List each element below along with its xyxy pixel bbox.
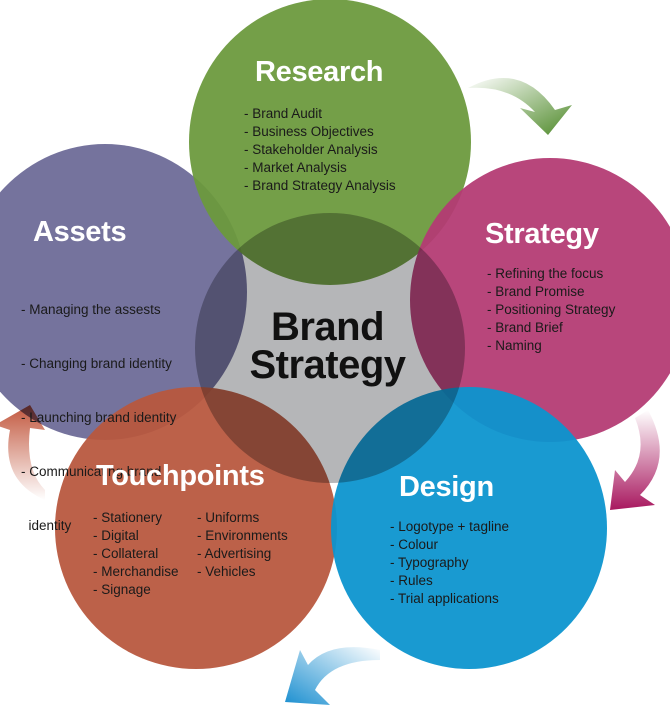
design-circle [331, 387, 607, 669]
list-item: - Collateral [93, 546, 159, 561]
list-item: - Colour [390, 537, 439, 552]
list-item: - Market Analysis [244, 160, 347, 175]
touchpoints-circle [55, 387, 337, 669]
list-item: - Launching brand identity [21, 410, 177, 425]
list-item: - Brand Strategy Analysis [244, 178, 396, 193]
center-line-2: Strategy [249, 343, 406, 387]
list-item: - Merchandise [93, 564, 179, 579]
touchpoints-list-col1: - Stationery - Digital - Collateral - Me… [93, 509, 179, 599]
center-line-1: Brand [270, 305, 385, 349]
list-item: - Positioning Strategy [487, 302, 616, 317]
list-item: identity [21, 518, 72, 533]
list-item: - Trial applications [390, 591, 499, 606]
assets-title: Assets [33, 216, 127, 248]
list-item: - Logotype + tagline [390, 519, 509, 534]
list-item: - Stationery [93, 510, 163, 525]
list-item: - Vehicles [197, 564, 256, 579]
list-item: - Brand Audit [244, 106, 323, 121]
arrow-research-to-strategy [468, 77, 572, 135]
touchpoints-list-col2: - Uniforms - Environments - Advertising … [197, 509, 288, 581]
touchpoints-title: Touchpoints [96, 460, 265, 492]
list-item: - Refining the focus [487, 266, 604, 281]
list-item: - Advertising [197, 546, 272, 561]
strategy-circle [410, 158, 670, 442]
list-item: - Stakeholder Analysis [244, 142, 378, 157]
list-item: - Signage [93, 582, 151, 597]
list-item: - Digital [93, 528, 139, 543]
arrow-design-to-touchpoints [285, 647, 380, 705]
list-item: - Business Objectives [244, 124, 374, 139]
list-item: - Naming [487, 338, 542, 353]
research-circle [189, 0, 471, 285]
list-item: - Managing the assests [21, 302, 161, 317]
list-item: - Changing brand identity [21, 356, 172, 371]
assets-list: - Managing the assests - Changing brand … [21, 265, 176, 571]
research-list: - Brand Audit - Business Objectives - St… [244, 105, 396, 195]
design-title: Design [399, 471, 494, 503]
list-item: - Rules [390, 573, 433, 588]
list-item: - Environments [197, 528, 288, 543]
design-list: - Logotype + tagline - Colour - Typograp… [390, 518, 509, 608]
list-item: - Typography [390, 555, 469, 570]
list-item: - Brand Brief [487, 320, 563, 335]
strategy-title: Strategy [485, 218, 599, 250]
assets-circle [0, 144, 247, 440]
list-item: - Uniforms [197, 510, 260, 525]
research-title: Research [255, 56, 384, 88]
arrow-strategy-to-design [610, 410, 660, 510]
strategy-list: - Refining the focus - Brand Promise - P… [487, 265, 615, 355]
center-title: Brand Strategy [200, 305, 455, 387]
list-item: - Communicating brand [21, 464, 162, 479]
list-item: - Brand Promise [487, 284, 585, 299]
arrow-touchpoints-to-assets [0, 405, 45, 500]
